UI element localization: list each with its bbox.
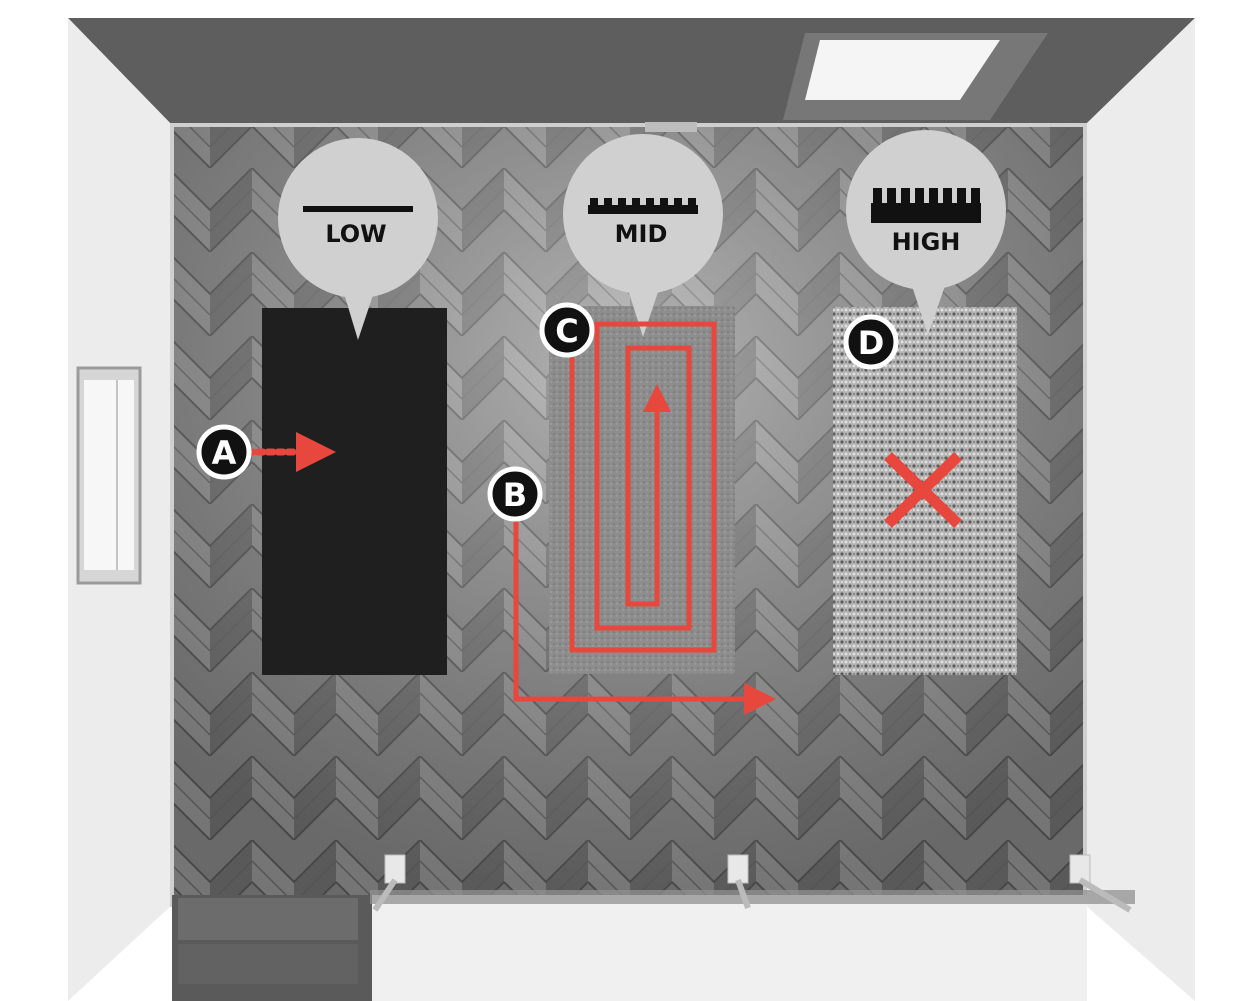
marker-badge bbox=[487, 466, 543, 522]
skylight bbox=[805, 40, 1000, 100]
path-b bbox=[513, 520, 776, 715]
bubble-low bbox=[278, 138, 438, 298]
cross-icon bbox=[884, 452, 962, 528]
stair-step-2 bbox=[178, 944, 358, 984]
right-wall bbox=[1085, 18, 1195, 1001]
arrow-icon bbox=[296, 432, 336, 472]
marker-label-a: A bbox=[212, 434, 237, 472]
path-a bbox=[244, 432, 336, 472]
path-line bbox=[513, 520, 748, 702]
bubble-pointer-high bbox=[910, 280, 947, 335]
marker-label-d: D bbox=[858, 324, 885, 362]
rugs bbox=[262, 306, 1017, 675]
window-pane bbox=[84, 380, 134, 570]
railing-post-1 bbox=[384, 854, 406, 884]
path-c bbox=[569, 321, 717, 653]
marker-badge bbox=[539, 302, 595, 358]
marker-badge bbox=[843, 314, 899, 370]
marker-label-b: B bbox=[503, 476, 527, 514]
marker-b: B bbox=[487, 466, 543, 522]
railing-clamp-3 bbox=[1078, 877, 1132, 913]
path-d bbox=[884, 452, 962, 528]
railing-post-3 bbox=[1069, 854, 1091, 884]
arrow-icon bbox=[744, 683, 776, 715]
railing-post-2 bbox=[727, 854, 749, 884]
spiral-line bbox=[569, 321, 717, 653]
low-pile-rug bbox=[262, 308, 447, 675]
marker-c: C bbox=[539, 302, 595, 358]
glass-railing bbox=[370, 890, 1135, 904]
stairs bbox=[172, 854, 1135, 1001]
lower-landing bbox=[372, 895, 1087, 1001]
short-pile-icon bbox=[588, 198, 698, 214]
railing-clamp-1 bbox=[372, 878, 398, 912]
bubble-pointer-mid bbox=[625, 280, 662, 337]
arrow-icon bbox=[643, 384, 671, 412]
legend-bubble-mid: MID bbox=[563, 134, 723, 337]
legend-label-mid: MID bbox=[615, 220, 668, 248]
stair-step-1 bbox=[178, 898, 358, 940]
legend-bubble-high: HIGH bbox=[846, 130, 1006, 335]
marker-label-c: C bbox=[555, 312, 578, 350]
stair-step-3 bbox=[178, 986, 358, 1001]
legend-label-low: LOW bbox=[325, 220, 386, 248]
legend-label-high: HIGH bbox=[892, 228, 961, 256]
legend-bubble-low: LOW bbox=[278, 138, 438, 340]
tall-pile-icon bbox=[871, 188, 981, 223]
wall-device bbox=[645, 122, 697, 132]
marker-a: A bbox=[196, 424, 252, 480]
flat-line-icon bbox=[303, 206, 413, 212]
railing-clamp-2 bbox=[735, 878, 751, 910]
marker-d: D bbox=[843, 314, 899, 370]
marker-badge bbox=[196, 424, 252, 480]
mid-pile-rug bbox=[549, 306, 735, 674]
